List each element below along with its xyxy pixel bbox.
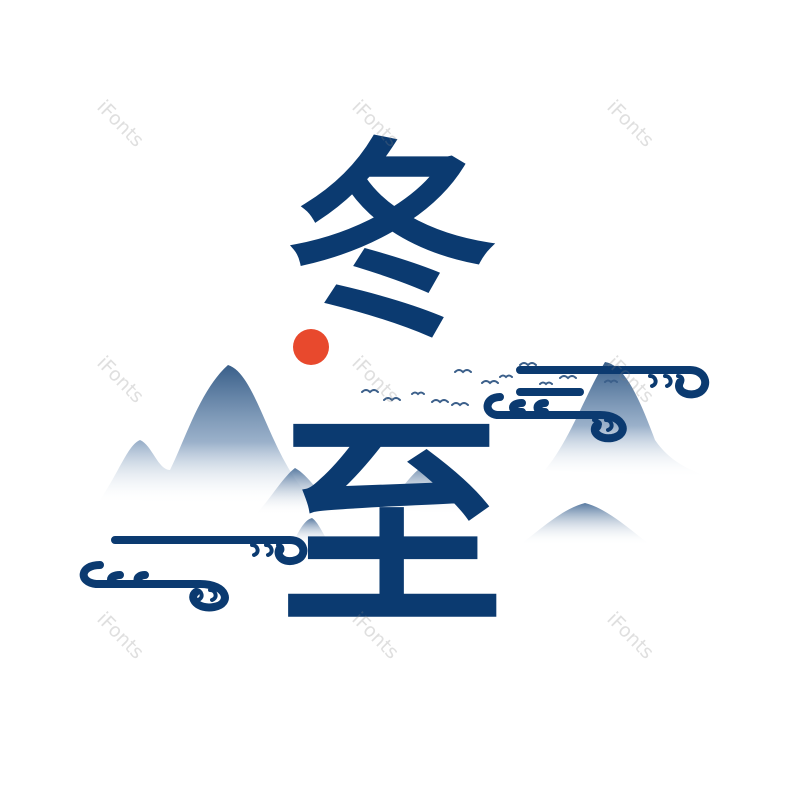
ink-mountain-icon bbox=[255, 468, 345, 515]
cloud-scroll-icon bbox=[592, 374, 685, 432]
title-character-winter: 冬 bbox=[278, 120, 506, 365]
title-character-solstice: 至 bbox=[279, 396, 505, 658]
bird-flock-icon bbox=[361, 362, 618, 407]
ink-mountain-icon bbox=[545, 362, 710, 478]
cloud-scroll-icon bbox=[194, 543, 285, 602]
red-sun-icon bbox=[293, 329, 329, 365]
ink-mountain-icon bbox=[100, 365, 330, 505]
ink-mountain-icon bbox=[292, 518, 330, 545]
ink-mountain-icon bbox=[385, 462, 480, 515]
ink-mountain-icon bbox=[520, 503, 650, 545]
cloud-scroll-icon bbox=[79, 536, 308, 612]
cloud-scroll-icon bbox=[483, 366, 710, 443]
